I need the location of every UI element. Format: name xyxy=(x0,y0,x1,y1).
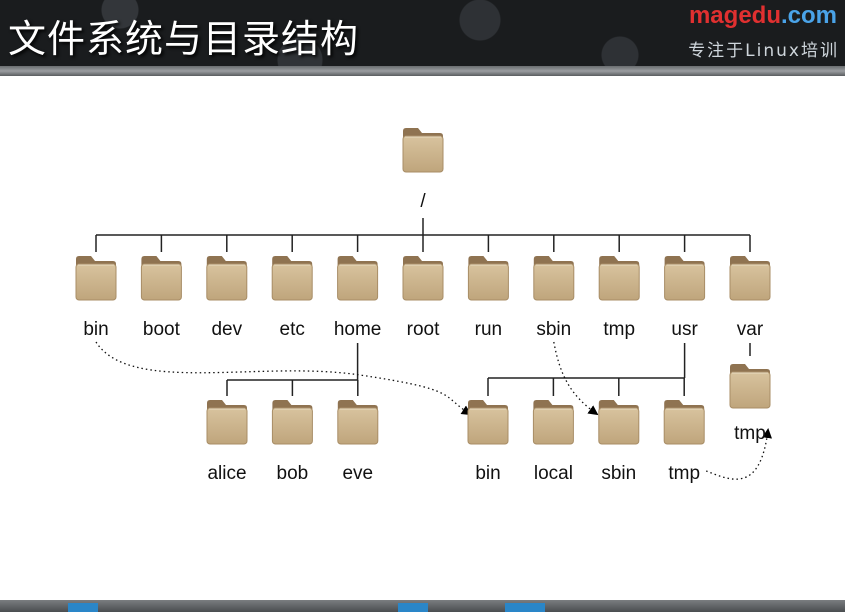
var-tmp-folder-icon xyxy=(729,364,771,409)
tree-nodes: / bin boot dev etc home root run sbin tmp usr var al… xyxy=(75,128,771,484)
home-bob-folder-icon xyxy=(271,400,313,445)
home-folder-icon xyxy=(337,256,379,301)
footer-accent xyxy=(398,603,428,612)
folder-label: local xyxy=(534,463,573,484)
folder-label: bin xyxy=(83,319,108,340)
link-arrows xyxy=(95,341,772,480)
folder-label: var xyxy=(737,319,764,340)
root-folder-icon xyxy=(402,256,444,301)
boot-folder-icon xyxy=(140,256,182,301)
folder-label: sbin xyxy=(536,319,571,340)
slide-title: 文件系统与目录结构 xyxy=(8,17,360,61)
folder-label: / xyxy=(420,191,426,212)
folder-label: run xyxy=(475,319,502,340)
header-divider xyxy=(0,66,845,76)
footer-accent xyxy=(505,603,545,612)
tmp-folder-icon xyxy=(598,256,640,301)
link-arrow-tmp xyxy=(705,428,772,480)
bin-folder-icon xyxy=(75,256,117,301)
folder-label: tmp xyxy=(734,423,766,444)
var-folder-icon xyxy=(729,256,771,301)
folder-label: root xyxy=(407,319,440,340)
tree-connectors xyxy=(95,218,751,396)
root-dir-folder-icon xyxy=(402,128,444,173)
usr-bin-folder-icon xyxy=(467,400,509,445)
brand-name: magedu xyxy=(688,2,781,29)
home-eve-folder-icon xyxy=(337,400,379,445)
folder-label: usr xyxy=(671,319,698,340)
folder-label: etc xyxy=(280,319,305,340)
run-folder-icon xyxy=(467,256,509,301)
header-banner: 文件系统与目录结构 magedu.com 专注于Linux培训 xyxy=(0,0,845,68)
etc-folder-icon xyxy=(271,256,313,301)
folder-label: sbin xyxy=(601,463,636,484)
usr-folder-icon xyxy=(664,256,706,301)
usr-tmp-folder-icon xyxy=(663,400,705,445)
usr-sbin-folder-icon xyxy=(598,400,640,445)
sbin-folder-icon xyxy=(533,256,575,301)
link-arrow-sbin xyxy=(553,341,599,416)
folder-label: tmp xyxy=(668,463,700,484)
brand-logo: magedu.com xyxy=(689,2,837,30)
folder-label: bob xyxy=(277,463,309,484)
dev-folder-icon xyxy=(206,256,248,301)
folder-label: eve xyxy=(342,463,373,484)
folder-label: alice xyxy=(207,463,246,484)
link-arrow-bin xyxy=(95,341,472,416)
usr-local-folder-icon xyxy=(532,400,574,445)
folder-label: home xyxy=(334,319,382,340)
folder-label: tmp xyxy=(603,319,635,340)
brand-slogan: 专注于Linux培训 xyxy=(688,41,839,61)
folder-label: dev xyxy=(211,319,242,340)
home-alice-folder-icon xyxy=(206,400,248,445)
folder-label: bin xyxy=(475,463,500,484)
brand-domain: .com xyxy=(780,2,837,29)
folder-label: boot xyxy=(143,319,181,340)
footer-accent xyxy=(68,603,98,612)
